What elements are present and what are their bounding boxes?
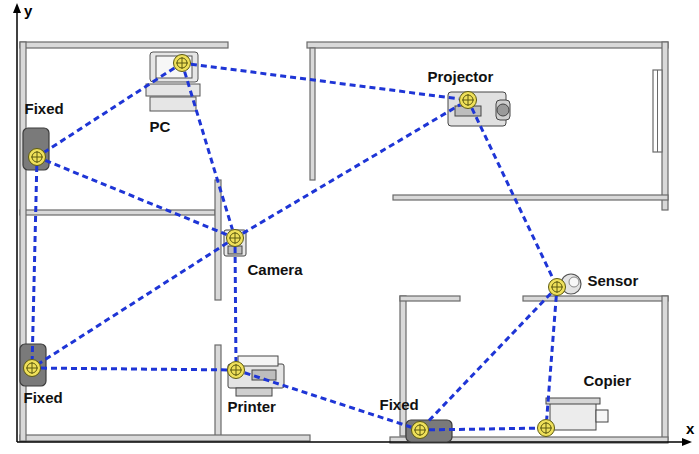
wireless-link (547, 296, 557, 419)
wireless-link (426, 293, 551, 423)
node-marker (538, 420, 554, 436)
device-node: PC (173, 54, 191, 72)
device-node: Sensor (548, 278, 566, 296)
device-label: Fixed (24, 389, 63, 406)
node-marker (174, 55, 190, 71)
device-label: Printer (228, 398, 276, 415)
wireless-link (243, 105, 461, 234)
node-marker (227, 230, 243, 246)
device-node: Fixed (411, 421, 429, 439)
wireless-link (32, 166, 37, 359)
node-marker (24, 360, 40, 376)
node-marker (460, 92, 476, 108)
device-label: Camera (248, 261, 303, 278)
wireless-link (191, 64, 459, 99)
device-node: Printer (227, 361, 245, 379)
wireless-link (45, 160, 226, 234)
wireless-link (185, 72, 233, 230)
wireless-link (41, 368, 227, 370)
device-label: Fixed (25, 100, 64, 117)
device-label: PC (150, 118, 171, 135)
node-marker (228, 362, 244, 378)
axis-label: x (686, 420, 694, 437)
device-node: Copier (537, 419, 555, 437)
device-node: Fixed (28, 148, 46, 166)
wireless-link (472, 108, 553, 279)
device-node: Projector (459, 91, 477, 109)
node-marker (549, 279, 565, 295)
node-marker (412, 422, 428, 438)
wireless-link (429, 428, 537, 430)
wireless-link (40, 243, 228, 363)
node-marker (29, 149, 45, 165)
device-label: Sensor (588, 272, 639, 289)
device-label: Projector (428, 68, 494, 85)
device-node: Camera (226, 229, 244, 247)
device-label: Fixed (380, 396, 419, 413)
wireless-link (234, 247, 238, 361)
device-node: Fixed (23, 359, 41, 377)
axis-label: y (24, 2, 32, 19)
wireless-link (45, 68, 175, 152)
device-label: Copier (584, 372, 632, 389)
